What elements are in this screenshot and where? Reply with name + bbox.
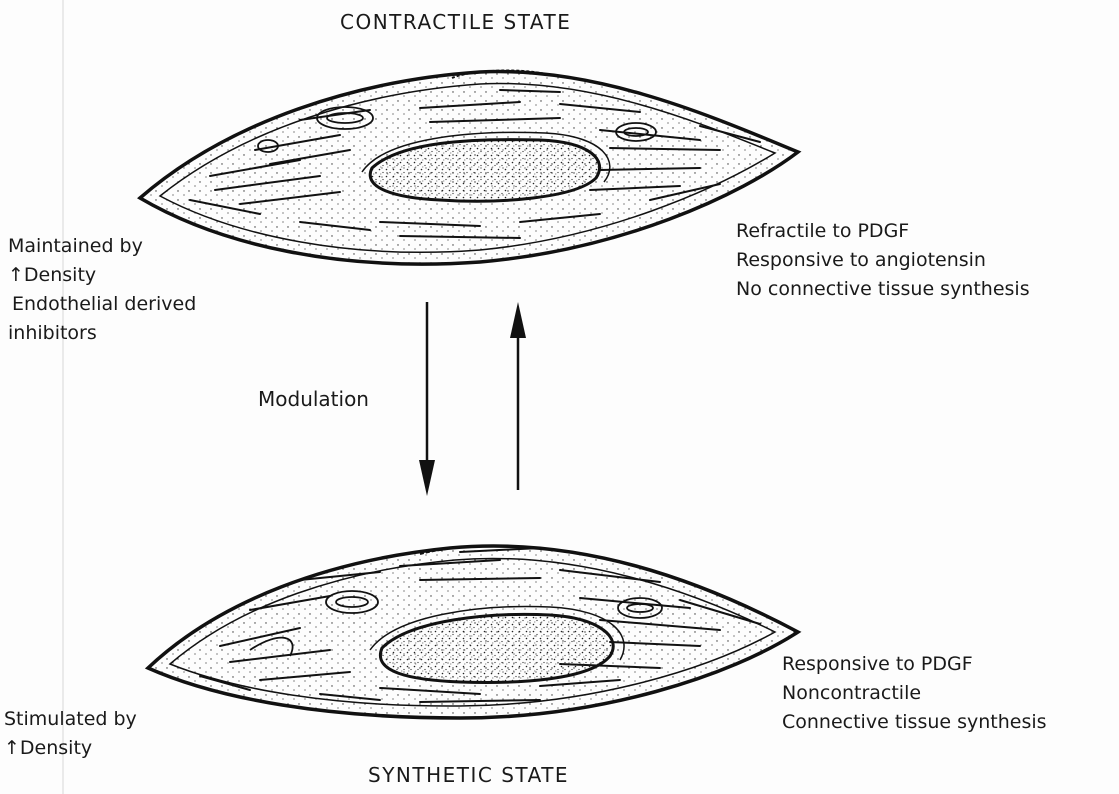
stimulated-line: ↑Density (4, 734, 137, 763)
contractile-cell (140, 71, 798, 265)
property-line: Responsive to angiotensin (736, 246, 1030, 275)
synthetic-properties: Responsive to PDGF Noncontractile Connec… (782, 650, 1047, 737)
contractile-state-title: CONTRACTILE STATE (340, 10, 571, 34)
maintained-line: inhibitors (8, 319, 196, 348)
synthetic-state-title: SYNTHETIC STATE (368, 763, 569, 787)
contractile-maintained-by: Maintained by ↑Density Endothelial deriv… (8, 232, 196, 348)
modulation-down-arrow (419, 302, 435, 496)
property-line: No connective tissue synthesis (736, 275, 1030, 304)
maintained-line: Endothelial derived (8, 290, 196, 319)
modulation-label: Modulation (258, 387, 369, 411)
property-line: Noncontractile (782, 679, 1047, 708)
property-line: Connective tissue synthesis (782, 708, 1047, 737)
modulation-up-arrow (510, 302, 526, 490)
property-line: Refractile to PDGF (736, 217, 1030, 246)
contractile-properties: Refractile to PDGF Responsive to angiote… (736, 217, 1030, 304)
property-line: Responsive to PDGF (782, 650, 1047, 679)
maintained-line: Maintained by (8, 232, 196, 261)
synthetic-stimulated-by: Stimulated by ↑Density (4, 705, 137, 763)
synthetic-cell (148, 546, 798, 718)
stimulated-line: Stimulated by (4, 705, 137, 734)
maintained-line: ↑Density (8, 261, 196, 290)
